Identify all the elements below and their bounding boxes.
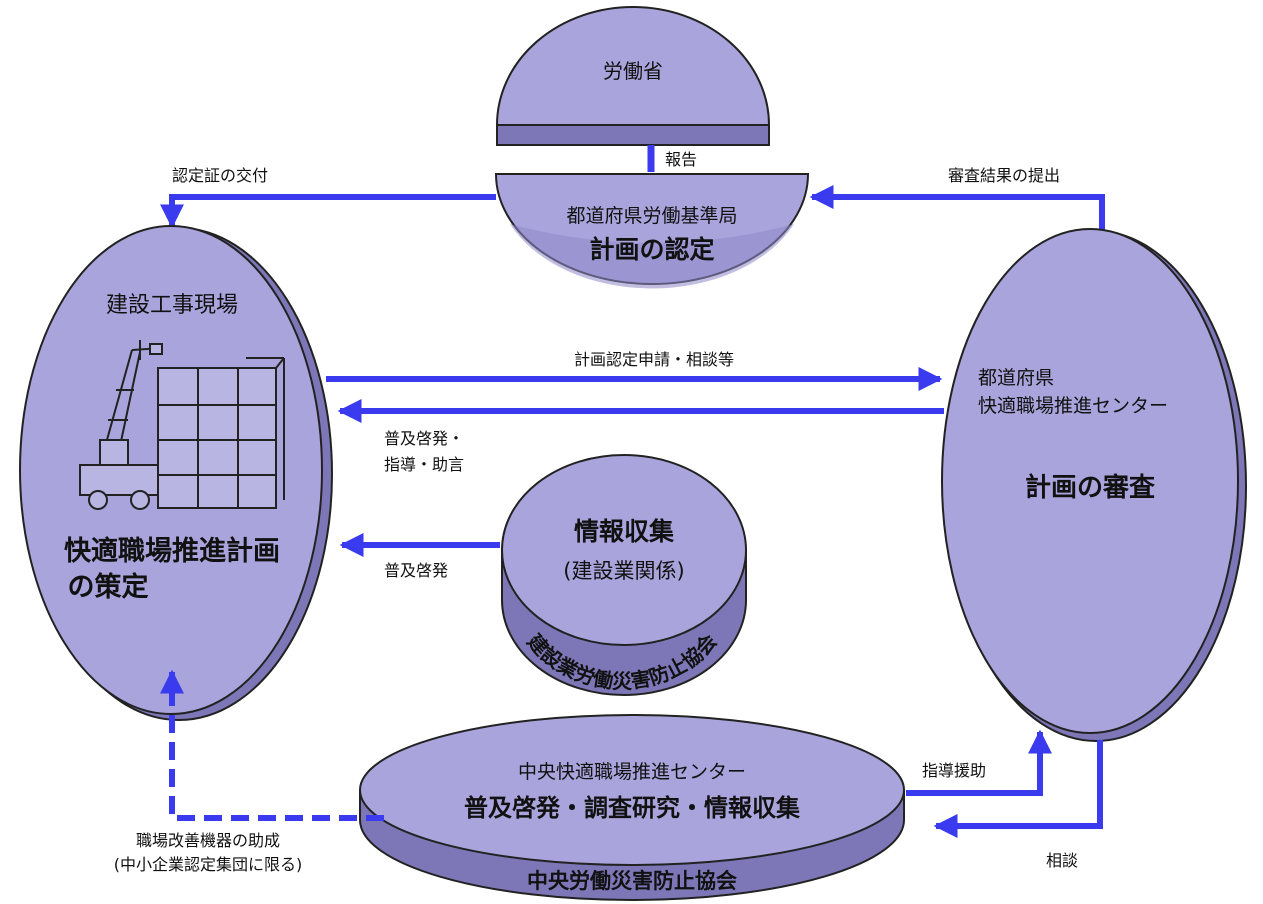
bureau-bowl-shade bbox=[510, 224, 794, 289]
subsidy-label-line2: (中小企業認定集団に限る) bbox=[114, 855, 303, 874]
central-title: 普及啓発・調査研究・情報収集 bbox=[464, 794, 801, 822]
center-title: 計画の審査 bbox=[1025, 472, 1155, 503]
support-label: 指導援助 bbox=[922, 761, 986, 780]
subsidy-arrow bbox=[160, 669, 384, 821]
certificate-issue-label: 認定証の交付 bbox=[172, 166, 268, 185]
review-result-label: 審査結果の提出 bbox=[948, 166, 1060, 185]
ministry-dome bbox=[495, 6, 771, 126]
consultation-label: 相談 bbox=[1046, 851, 1078, 870]
application-label: 計画認定申請・相談等 bbox=[574, 350, 734, 369]
promotion-label: 普及啓発 bbox=[384, 561, 448, 580]
association-title: 情報収集 bbox=[574, 517, 675, 546]
construction-association-node: 情報収集 (建設業関係) 建設業労働災害防止協会 bbox=[501, 454, 747, 696]
prefectural-center-node: 都道府県 快適職場推進センター 計画の審査 bbox=[941, 228, 1247, 742]
prefectural-bureau-node: 都道府県労働基準局 計画の認定 bbox=[494, 173, 810, 289]
construction-site-node: 建設工事現場 快適職場推進計画 の策定 bbox=[19, 225, 333, 721]
central-subtitle: 中央快適職場推進センター bbox=[518, 761, 746, 783]
ministry-node: 労働省 bbox=[495, 6, 771, 146]
site-title-line1: 快適職場推進計画 bbox=[64, 535, 280, 567]
ministry-base-band bbox=[496, 124, 770, 146]
guidance-label-line1: 普及啓発・ bbox=[384, 429, 464, 448]
center-ellipse-face bbox=[941, 228, 1239, 734]
consultation-arrow bbox=[933, 740, 1103, 838]
center-subtitle-line1: 都道府県 bbox=[978, 367, 1054, 389]
central-ring-label: 中央労働災害防止協会 bbox=[527, 869, 737, 893]
site-subtitle: 建設工事現場 bbox=[106, 293, 238, 318]
site-title-line2: の策定 bbox=[68, 571, 149, 603]
ministry-title: 労働省 bbox=[603, 59, 663, 83]
crane-building-icon bbox=[79, 340, 285, 510]
bureau-title: 計画の認定 bbox=[589, 235, 714, 264]
association-disc-top bbox=[501, 454, 747, 646]
certificate-issue-arrow bbox=[160, 194, 496, 229]
central-disc-top bbox=[359, 714, 905, 866]
bureau-subtitle: 都道府県労働基準局 bbox=[566, 205, 737, 227]
association-subtitle: (建設業関係) bbox=[563, 559, 684, 583]
subsidy-label-line1: 職場改善機器の助成 bbox=[136, 831, 280, 850]
report-label: 報告 bbox=[665, 150, 697, 169]
support-arrow bbox=[906, 729, 1052, 796]
guidance-label-line2: 指導・助言 bbox=[384, 455, 464, 474]
center-subtitle-line2: 快適職場推進センター bbox=[978, 395, 1168, 417]
central-center-node: 中央快適職場推進センター 普及啓発・調査研究・情報収集 中央労働災害防止協会 bbox=[359, 714, 905, 901]
